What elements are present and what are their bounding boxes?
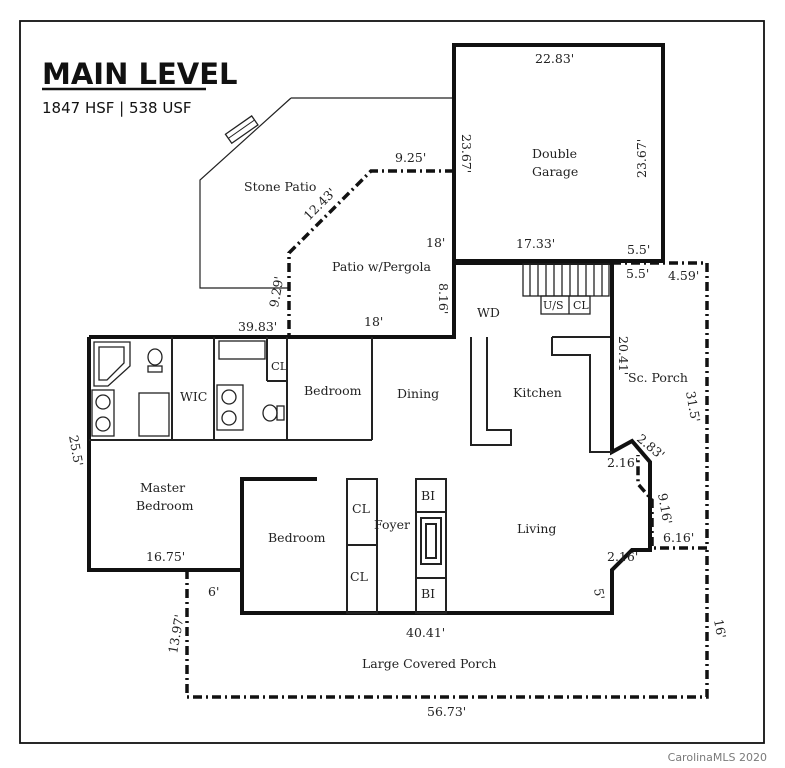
dim-master-side: 25.5': [66, 434, 86, 467]
bathtub-icon: [93, 341, 131, 387]
dim-garage-right: 23.67': [634, 139, 649, 178]
label-patio-pergola: Patio w/Pergola: [332, 259, 431, 274]
dim-pergola-side: 8.16': [436, 283, 451, 314]
dim-porch-bottom: 56.73': [427, 704, 466, 719]
dim-bay-side: 9.16': [655, 492, 675, 525]
dim-porch-top-right: 4.59': [668, 268, 699, 283]
patio-pergola-outline: [287, 169, 454, 337]
dim-porch-step: 6.16': [663, 530, 694, 545]
tub-icon: [218, 340, 266, 360]
label-kitchen: Kitchen: [513, 385, 562, 400]
dim-garage-left: 23.67': [459, 134, 474, 173]
dim-pergola-right: 18': [426, 235, 445, 250]
screened-porch-outline: [612, 261, 709, 550]
dim-porch-right-short: 5': [591, 587, 608, 601]
dim-porch-right: 16': [711, 618, 729, 640]
label-wd: WD: [477, 305, 500, 320]
label-garage-1: Double: [532, 146, 577, 161]
dim-garage-bottom: 17.33': [516, 236, 555, 251]
label-us: U/S: [543, 299, 564, 312]
dim-main-top: 39.83': [238, 319, 277, 334]
interior-walls: [89, 336, 612, 614]
dim-garage-corner: 5.5': [627, 242, 650, 257]
label-foyer-cl-2: CL: [350, 569, 368, 584]
dim-sc-left: 20.41': [616, 336, 631, 375]
stairs-icon: [522, 263, 610, 315]
double-sink-icon: [216, 384, 244, 431]
dim-sc-right: 31.5': [683, 390, 703, 423]
house-walls: [87, 261, 652, 615]
stone-patio-outline: [199, 97, 454, 289]
label-living: Living: [517, 521, 556, 536]
sink-icon: [91, 389, 115, 437]
label-foyer-cl-1: CL: [352, 501, 370, 516]
dim-master-bottom: 16.75': [146, 549, 185, 564]
label-master-2: Bedroom: [136, 498, 194, 513]
dim-bay-top: 2.16': [607, 455, 638, 470]
plan-title: MAIN LEVEL: [42, 57, 237, 91]
hall-toilet-icon: [262, 404, 285, 422]
dim-patio-top: 9.25': [395, 150, 426, 165]
page-border: [19, 20, 765, 744]
dim-garage-top: 22.83': [535, 51, 574, 66]
covered-porch-outline: [185, 548, 709, 699]
dim-stone-side: 9.29': [266, 275, 286, 308]
dim-pergola-bottom: 18': [364, 314, 383, 329]
label-bi-1: BI: [421, 488, 435, 503]
plan-subtitle: 1847 HSF | 538 USF: [42, 99, 192, 117]
label-bedroom-1: Bedroom: [304, 383, 362, 398]
label-large-porch: Large Covered Porch: [362, 656, 496, 671]
label-bi-2: BI: [421, 586, 435, 601]
shower-icon: [138, 392, 170, 437]
dim-porch-top-left: 5.5': [626, 266, 649, 281]
label-garage-2: Garage: [532, 164, 578, 179]
room-labels: Stone Patio Patio w/Pergola Double Garag…: [136, 146, 688, 671]
label-bath-cl: CL: [271, 359, 288, 373]
label-master-1: Master: [140, 480, 185, 495]
label-sc-porch: Sc. Porch: [628, 370, 688, 385]
label-bedroom-2: Bedroom: [268, 530, 326, 545]
dim-bay-bottom: 2.16': [607, 549, 638, 564]
dim-porch-left: 13.97': [165, 613, 187, 654]
label-wic: WIC: [180, 389, 207, 404]
dim-porch-inner-top: 40.41': [406, 625, 445, 640]
label-stair-cl: CL: [573, 299, 589, 312]
label-stone-patio: Stone Patio: [244, 179, 316, 194]
label-dining: Dining: [397, 386, 439, 401]
dim-porch-left-short: 6': [208, 584, 219, 599]
label-foyer: Foyer: [374, 517, 410, 532]
dimension-labels: 22.83' 23.67' 23.67' 17.33' 5.5' 9.25' 1…: [66, 51, 729, 719]
grill-icon: [224, 115, 259, 145]
toilet-icon: [147, 348, 163, 373]
credit-text: CarolinaMLS 2020: [667, 751, 767, 764]
